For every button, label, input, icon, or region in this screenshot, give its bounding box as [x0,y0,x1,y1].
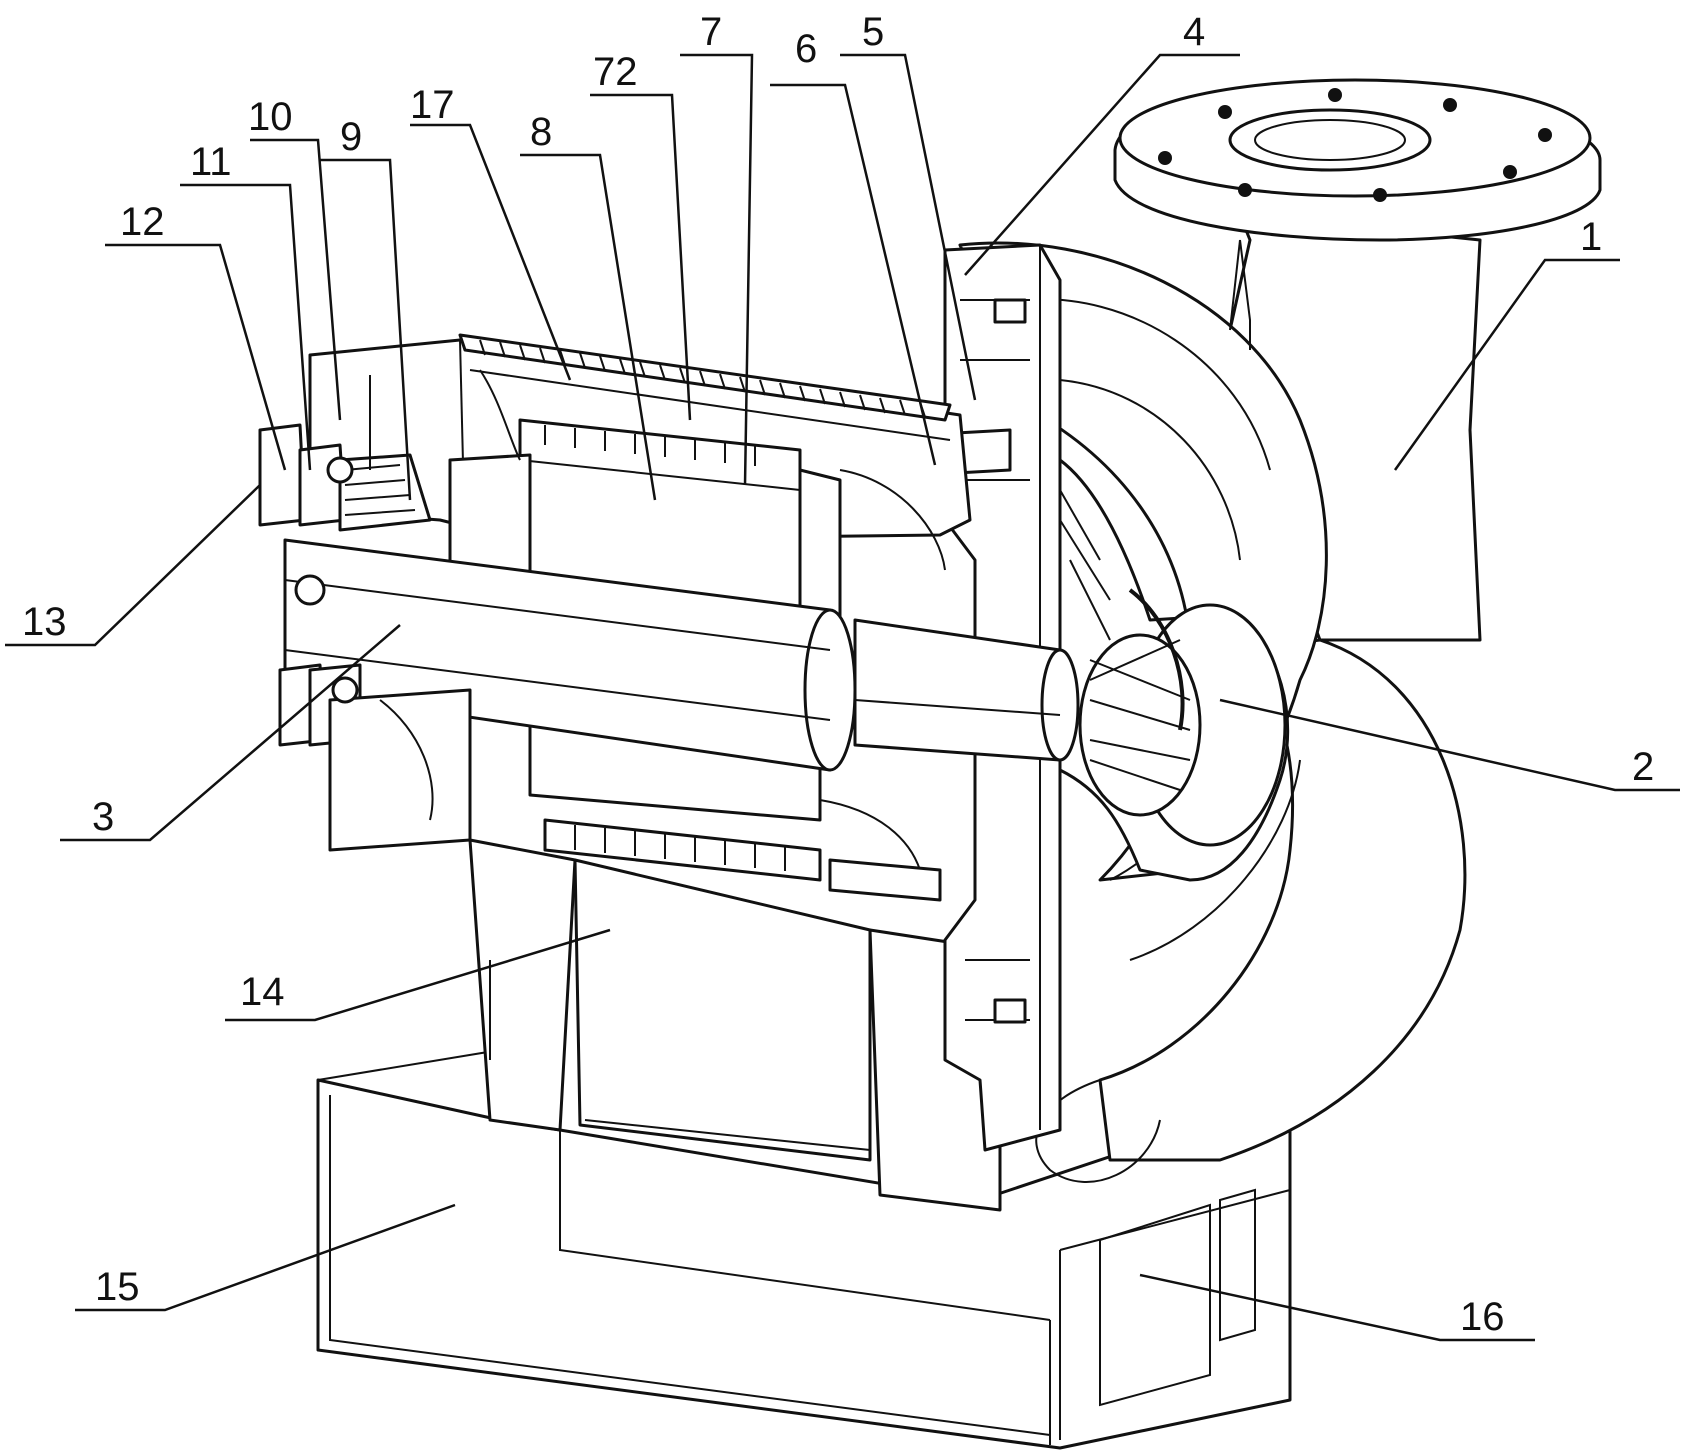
leader-17 [410,123,572,381]
impeller [1058,458,1290,882]
leader-72 [590,93,692,421]
shaft [283,538,1080,772]
label-1: 1 [1580,215,1602,259]
leader-1 [1393,258,1620,471]
label-2: 2 [1632,745,1654,789]
leader-16 [1139,1273,1535,1342]
label-3: 3 [92,795,114,839]
label-8: 8 [530,110,552,154]
leader-2 [1219,698,1680,792]
label-17: 17 [410,83,455,127]
leader-11 [180,183,312,471]
leader-9 [320,158,412,501]
label-4: 4 [1183,10,1205,54]
leader-4 [964,53,1240,276]
label-7: 7 [700,10,722,54]
leader-10 [250,138,342,421]
label-72: 72 [593,50,638,94]
motor-housing [308,333,972,642]
label-12: 12 [120,200,165,244]
leader-8 [520,153,657,501]
leader-6 [770,83,937,466]
leader-14 [225,928,611,1022]
leader-12 [105,243,287,471]
label-13: 13 [22,600,67,644]
label-9: 9 [340,115,362,159]
leader-15 [75,1203,456,1312]
discharge-flange [1113,78,1602,350]
leader-13 [5,484,261,647]
label-5: 5 [862,10,884,54]
leader-5 [840,53,977,401]
label-15: 15 [95,1265,140,1309]
leader-lines [5,53,1680,1342]
leader-7 [680,53,754,486]
label-11: 11 [190,140,232,184]
label-16: 16 [1460,1295,1505,1339]
label-14: 14 [240,970,285,1014]
part-labels: 1 2 3 4 5 6 7 72 8 9 10 11 12 13 14 15 1… [22,10,1654,1339]
label-6: 6 [795,27,817,71]
label-10: 10 [248,95,293,139]
leader-3 [60,624,401,842]
